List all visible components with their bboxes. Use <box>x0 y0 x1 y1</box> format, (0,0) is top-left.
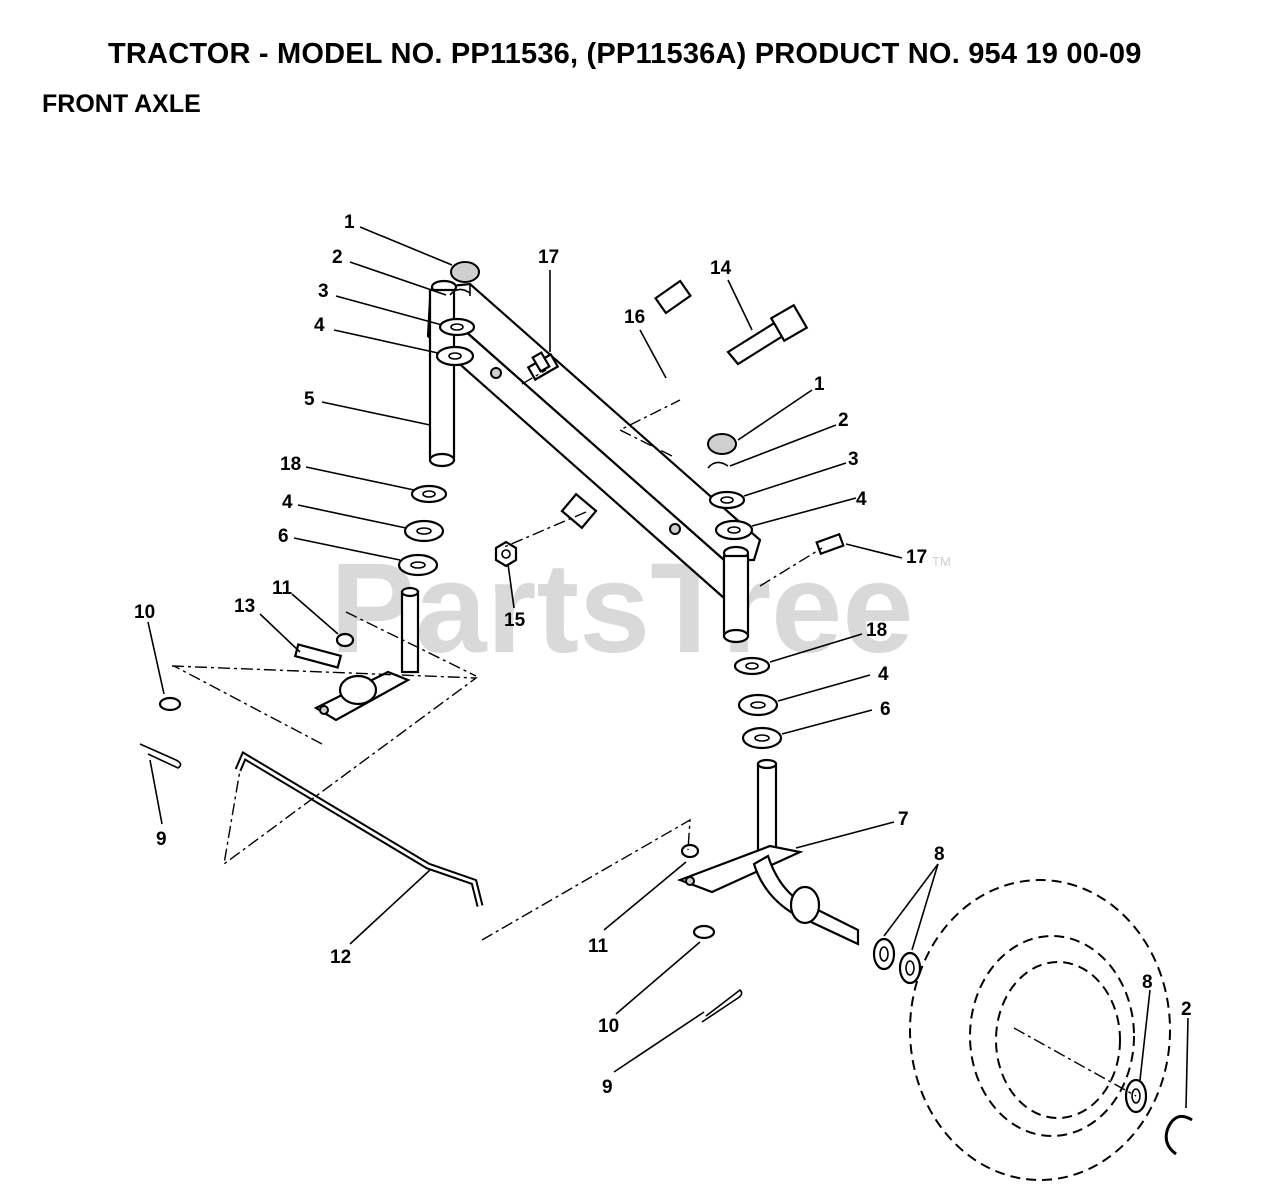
callout-10: 10 <box>134 602 155 623</box>
axle-beam <box>426 279 762 644</box>
callout-10: 10 <box>598 1016 619 1037</box>
callout-6: 6 <box>278 526 289 547</box>
callout-1: 1 <box>344 212 355 233</box>
callout-4: 4 <box>282 492 293 513</box>
page-title: TRACTOR - MODEL NO. PP11536, (PP11536A) … <box>108 38 1142 70</box>
callout-2: 2 <box>332 247 343 268</box>
callout-18: 18 <box>866 620 887 641</box>
callout-14: 14 <box>710 258 732 279</box>
callout-7: 7 <box>898 809 909 830</box>
callout-4: 4 <box>856 489 867 510</box>
front-tire <box>909 879 1193 1181</box>
callout-15: 15 <box>504 610 526 631</box>
callout-4: 4 <box>314 315 325 336</box>
left-spindle-parts <box>293 261 480 722</box>
callout-12: 12 <box>330 947 351 968</box>
leader-lines <box>147 226 1189 1109</box>
callout-5: 5 <box>304 389 315 410</box>
callout-9: 9 <box>602 1077 613 1098</box>
right-spindle-parts <box>676 433 922 985</box>
callout-11: 11 <box>272 578 293 599</box>
callout-16: 16 <box>624 307 645 328</box>
callout-8: 8 <box>934 844 945 865</box>
hardware <box>139 279 845 1023</box>
callout-13: 13 <box>234 596 255 617</box>
callout-2: 2 <box>838 410 849 431</box>
tie-rod <box>234 750 484 907</box>
callout-1: 1 <box>814 374 825 395</box>
callout-3: 3 <box>318 281 329 302</box>
callout-18: 18 <box>280 454 301 475</box>
callout-11: 11 <box>588 936 609 957</box>
callout-9: 9 <box>156 829 167 850</box>
callout-4: 4 <box>878 664 889 685</box>
callout-labels: 1 2 3 4 5 18 4 6 17 16 14 1 2 3 4 17 15 … <box>134 212 1192 1098</box>
section-subtitle: FRONT AXLE <box>42 90 201 118</box>
alignment-lines <box>171 369 1137 1097</box>
watermark-tm: TM <box>932 554 951 569</box>
callout-17: 17 <box>538 247 559 268</box>
callout-8: 8 <box>1142 972 1153 993</box>
callout-3: 3 <box>848 449 859 470</box>
callout-17: 17 <box>906 547 927 568</box>
callout-2: 2 <box>1181 999 1192 1020</box>
callout-6: 6 <box>880 699 891 720</box>
